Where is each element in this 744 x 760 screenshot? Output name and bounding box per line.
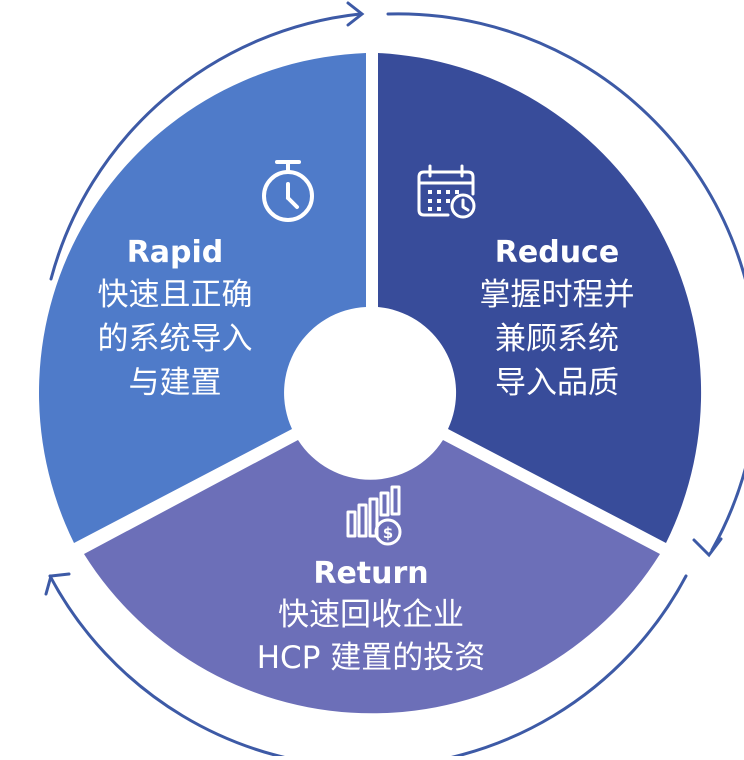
cycle-arc-top xyxy=(49,12,362,281)
stopwatch-icon xyxy=(262,160,314,222)
return-line-1: 快速回收企业 xyxy=(278,597,464,633)
arrowhead-right xyxy=(692,537,723,558)
segment-return xyxy=(84,440,660,714)
cycle-arc-bottom xyxy=(48,574,688,760)
reduce-line-1: 掌握时程并 xyxy=(480,277,635,313)
reduce-title: Reduce xyxy=(495,235,619,270)
segment-return-text: Return 快速回收企业 HCP 建置的投资 xyxy=(257,556,486,676)
segment-reduce-text: Reduce 掌握时程并 兼顾系统 导入品质 xyxy=(480,235,635,401)
reduce-line-3: 导入品质 xyxy=(495,365,619,401)
rapid-line-2: 的系统导入 xyxy=(98,321,253,357)
segment-rapid xyxy=(39,53,366,543)
bar-chart-dollar-icon xyxy=(346,485,402,546)
arrowhead-top xyxy=(346,1,365,27)
calendar-clock-icon xyxy=(417,164,476,219)
dollar-sign-glyph: $ xyxy=(383,524,393,542)
segment-reduce xyxy=(378,53,702,543)
rapid-line-1: 快速且正确 xyxy=(98,277,253,313)
outer-cycle-ring xyxy=(44,1,744,760)
rapid-title: Rapid xyxy=(127,235,224,270)
arrowhead-bottom xyxy=(44,572,71,596)
segment-rapid-text: Rapid 快速且正确 的系统导入 与建置 xyxy=(98,235,253,401)
return-line-2: HCP 建置的投资 xyxy=(257,640,486,676)
cycle-arc-right xyxy=(386,12,744,552)
reduce-line-2: 兼顾系统 xyxy=(495,321,619,357)
rapid-line-3: 与建置 xyxy=(129,365,222,401)
calendar-dots xyxy=(428,190,459,211)
return-title: Return xyxy=(313,556,428,591)
